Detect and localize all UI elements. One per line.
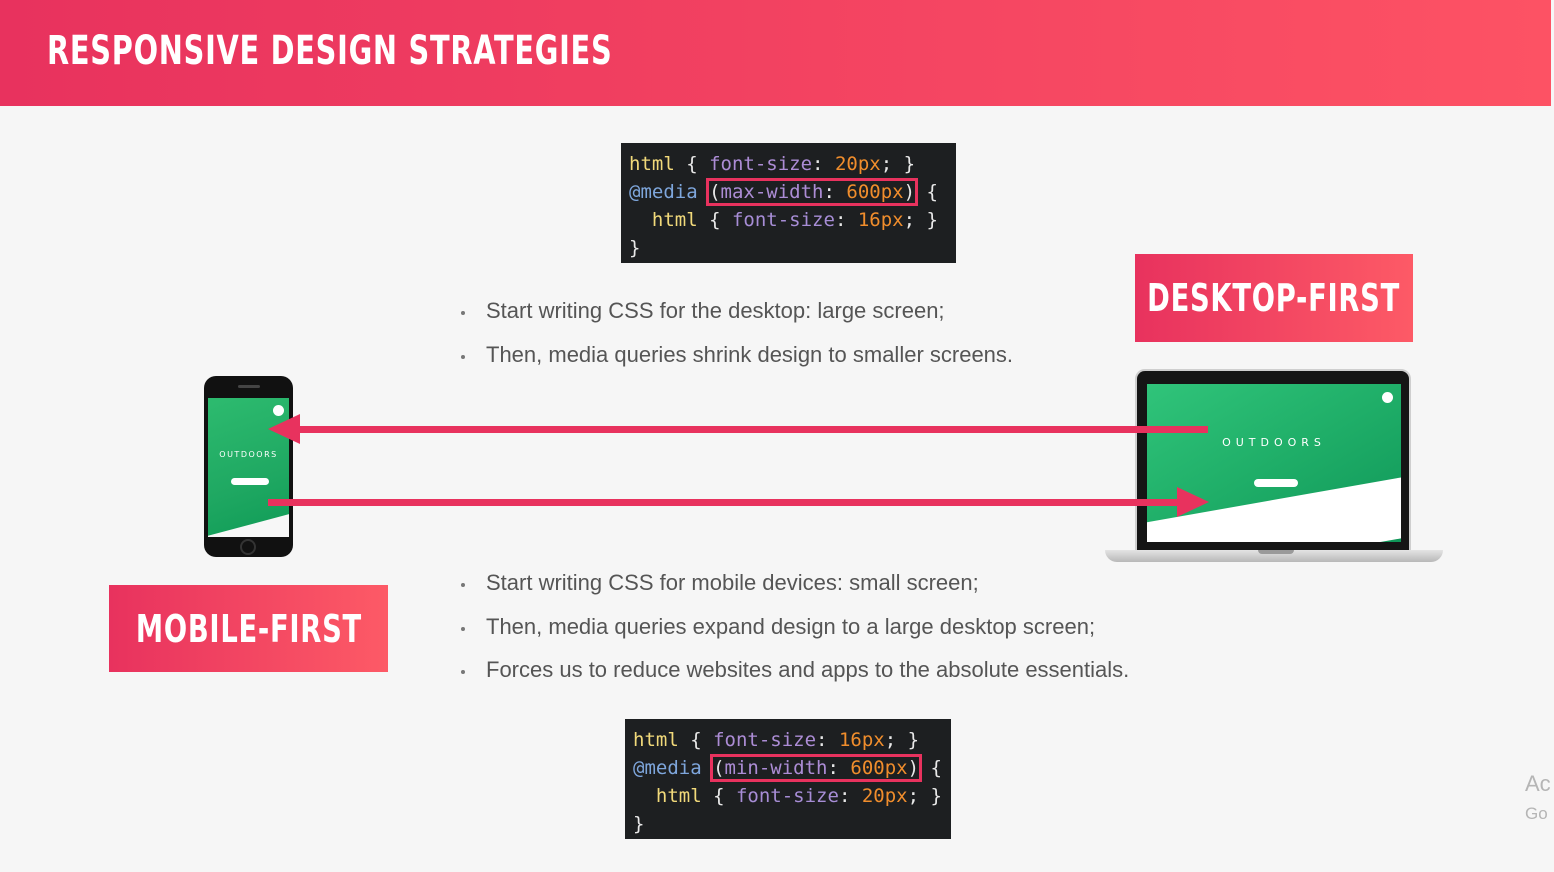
activation-watermark-line1: Ac bbox=[1525, 771, 1551, 796]
laptop-site-title: OUTDOORS bbox=[1222, 436, 1326, 449]
phone-device: OUTDOORS bbox=[204, 376, 293, 557]
code-value: 20px bbox=[834, 153, 881, 175]
desktop-first-code-block: html { font-size: 20px; } @media (max-wi… bbox=[621, 143, 956, 263]
list-item: Then, media queries expand design to a l… bbox=[461, 613, 1129, 657]
code-media-condition-highlight: (min-width: 600px) bbox=[710, 754, 923, 782]
code-media-value: 600px bbox=[850, 757, 908, 779]
phone-cta-button bbox=[231, 478, 269, 485]
slide-title: RESPONSIVE DESIGN STRATEGIES bbox=[47, 28, 613, 74]
laptop-screen: OUTDOORS bbox=[1147, 384, 1401, 542]
code-media-at: @media bbox=[633, 757, 702, 779]
code-selector: html bbox=[655, 785, 702, 807]
code-property: font-size bbox=[735, 785, 839, 807]
list-item: Start writing CSS for mobile devices: sm… bbox=[461, 569, 1129, 613]
menu-icon bbox=[1382, 392, 1393, 403]
phone-home-button bbox=[240, 539, 256, 555]
code-media-condition-highlight: (max-width: 600px) bbox=[706, 178, 919, 206]
laptop-notch bbox=[1258, 550, 1294, 554]
code-selector: html bbox=[629, 153, 675, 175]
arrow-left-icon bbox=[268, 414, 1208, 444]
code-property: font-size bbox=[731, 209, 835, 231]
laptop-cta-button bbox=[1254, 479, 1298, 487]
code-selector: html bbox=[633, 729, 679, 751]
menu-icon bbox=[273, 405, 284, 416]
code-property: font-size bbox=[713, 729, 817, 751]
phone-speaker bbox=[238, 385, 260, 388]
list-item: Start writing CSS for the desktop: large… bbox=[461, 297, 1013, 341]
laptop-base bbox=[1105, 550, 1443, 562]
code-property: font-size bbox=[709, 153, 813, 175]
laptop-device: OUTDOORS bbox=[1135, 369, 1411, 552]
phone-site-title: OUTDOORS bbox=[219, 450, 278, 459]
code-media-at: @media bbox=[629, 181, 698, 203]
desktop-first-badge: DESKTOP-FIRST bbox=[1135, 254, 1413, 342]
code-media-value: 600px bbox=[846, 181, 904, 203]
code-value: 16px bbox=[838, 729, 885, 751]
mobile-first-bullets: Start writing CSS for mobile devices: sm… bbox=[461, 569, 1129, 700]
activation-watermark-line2: Go bbox=[1525, 804, 1548, 823]
mobile-first-badge: MOBILE-FIRST bbox=[109, 585, 388, 672]
phone-screen: OUTDOORS bbox=[208, 398, 289, 537]
code-selector: html bbox=[651, 209, 698, 231]
slide-header: RESPONSIVE DESIGN STRATEGIES bbox=[0, 0, 1551, 106]
list-item: Then, media queries shrink design to sma… bbox=[461, 341, 1013, 385]
arrow-right-icon bbox=[268, 487, 1209, 517]
mobile-first-label: MOBILE-FIRST bbox=[135, 606, 362, 651]
desktop-first-bullets: Start writing CSS for the desktop: large… bbox=[461, 297, 1013, 385]
code-value: 20px bbox=[861, 785, 908, 807]
code-media-feature: min-width bbox=[724, 757, 828, 779]
desktop-first-label: DESKTOP-FIRST bbox=[1147, 276, 1401, 320]
code-value: 16px bbox=[857, 209, 904, 231]
list-item: Forces us to reduce websites and apps to… bbox=[461, 656, 1129, 700]
mobile-first-code-block: html { font-size: 16px; } @media (min-wi… bbox=[625, 719, 951, 839]
code-media-feature: max-width bbox=[720, 181, 824, 203]
